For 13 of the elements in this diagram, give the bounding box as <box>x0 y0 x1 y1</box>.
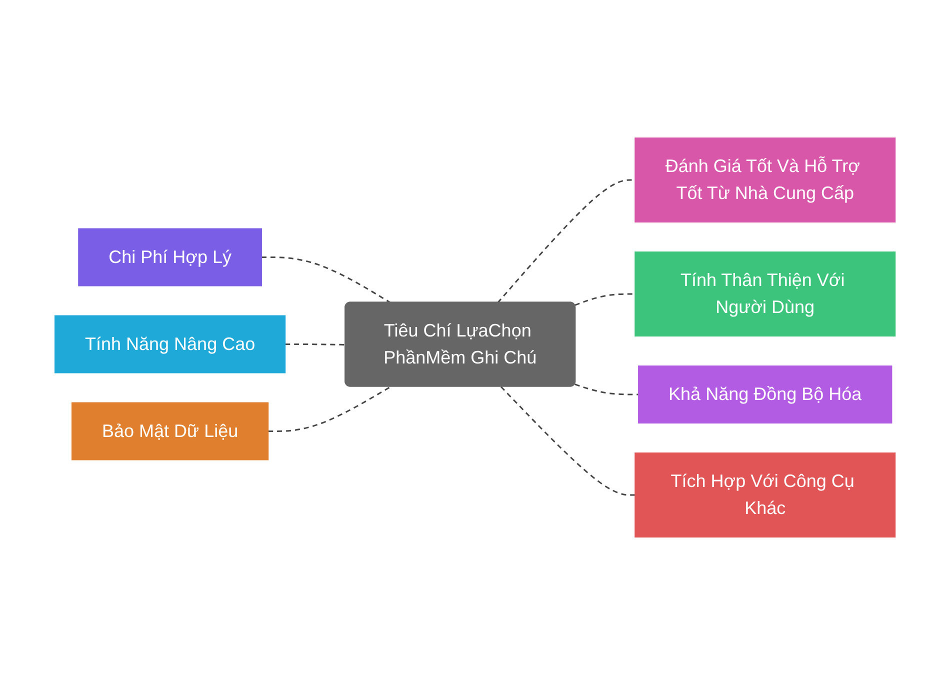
connector <box>574 292 636 306</box>
node-box: Đánh Giá Tốt Và Hỗ Trợ Tốt Từ Nhà Cung Cấp <box>634 137 896 222</box>
node-box: Chi Phí Hợp Lý <box>78 228 262 286</box>
connector <box>268 386 391 432</box>
connector <box>285 343 346 345</box>
node-box: Khả Năng Đồng Bộ Hóa <box>638 365 892 423</box>
connector <box>574 383 638 395</box>
node-box: Tính Năng Nâng Cao <box>54 314 286 373</box>
node-box: Tích Hợp Với Công Cụ Khác <box>634 452 896 537</box>
node-box: Tính Thân Thiện Với Người Dùng <box>634 251 896 336</box>
connector <box>500 386 636 496</box>
connector <box>261 256 391 303</box>
node-box: Bảo Mật Dữ Liệu <box>71 402 269 460</box>
